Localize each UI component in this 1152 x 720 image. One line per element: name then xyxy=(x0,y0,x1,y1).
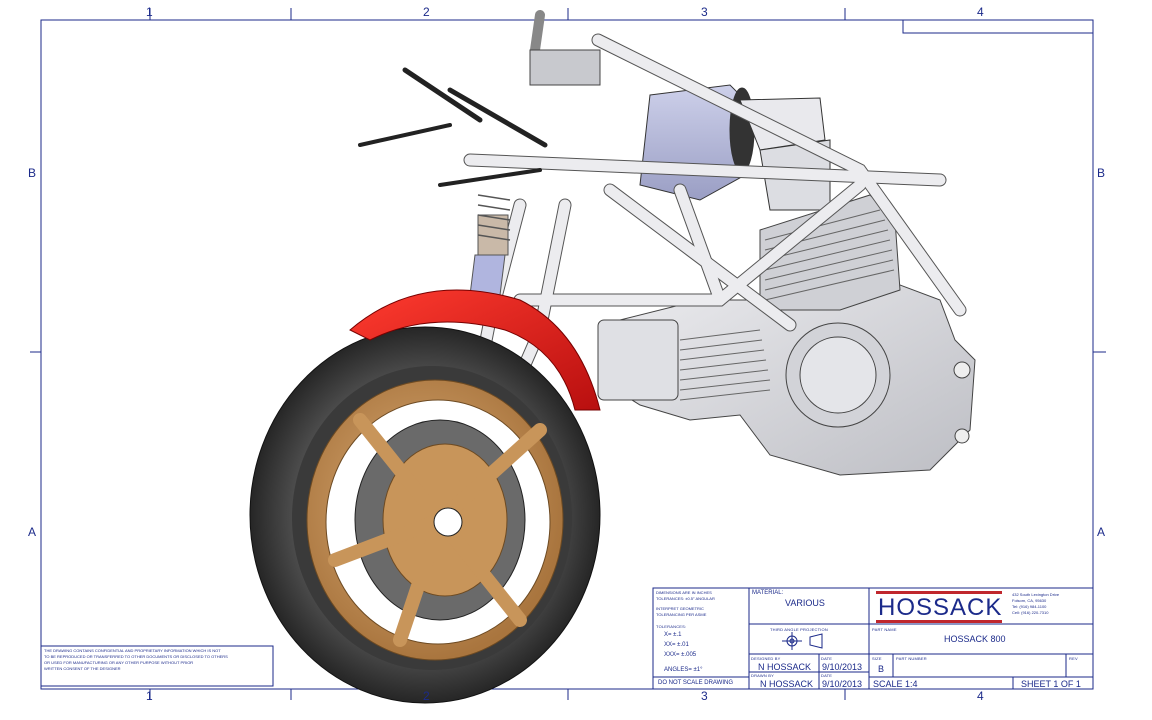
part-name-label: PART NAME xyxy=(872,627,897,632)
company-name: HOSSACK xyxy=(878,594,1003,621)
sheet-number: SHEET 1 OF 1 xyxy=(1021,679,1081,689)
designed-by-label: DESIGNED BY xyxy=(751,656,781,661)
zone-bottom-1: 1 xyxy=(146,689,153,703)
tol-angles: ANGLES= ±1° xyxy=(664,667,703,673)
zone-left-a: A xyxy=(28,525,37,539)
scale: SCALE 1:4 xyxy=(873,679,918,689)
tol-xx: XX= ±.01 xyxy=(664,642,689,648)
do-not-scale: DO NOT SCALE DRAWING xyxy=(658,680,734,686)
company-address: 432 South Lexington Drive Folsom, CA, 95… xyxy=(1012,592,1060,615)
confidential-note: THE DRAWING CONTAINS CONFIDENTIAL AND PR… xyxy=(44,648,228,671)
sheet-border xyxy=(30,8,1106,700)
front-wheel xyxy=(249,326,601,704)
drawn-date: 9/10/2013 xyxy=(822,679,863,689)
company-logo: HOSSACK xyxy=(876,590,1004,624)
zone-bottom-2: 2 xyxy=(423,689,430,703)
size-label: SIZE xyxy=(872,656,882,661)
part-name: HOSSACK 800 xyxy=(944,634,1006,644)
zone-right-b: B xyxy=(1097,166,1106,180)
drawn-by: N HOSSACK xyxy=(760,679,814,689)
designed-date-label: DATE xyxy=(821,656,833,661)
tol-x: X= ±.1 xyxy=(664,632,682,638)
zone-bottom-3: 3 xyxy=(701,689,708,703)
engine xyxy=(597,194,976,476)
zone-top-3: 3 xyxy=(701,5,708,19)
size-value: B xyxy=(878,664,885,674)
front-fender xyxy=(349,289,601,411)
rev-label: REV xyxy=(1069,656,1078,661)
part-number-label: PART NUMBER xyxy=(896,656,927,661)
interpret-note: INTERPRET GEOMETRIC TOLERANCING PER ASME xyxy=(656,606,707,617)
handlebar xyxy=(358,10,601,187)
tolerances-label: TOLERANCES: xyxy=(656,624,687,629)
dims-note: DIMENSIONS ARE IN INCHES TOLERANCES: ±0.… xyxy=(656,590,715,601)
zone-top-2: 2 xyxy=(423,5,430,19)
projection-label: THIRD ANGLE PROJECTION xyxy=(770,627,828,632)
zone-left-b: B xyxy=(28,166,37,180)
title-block-grid xyxy=(40,587,1094,690)
projection-symbol xyxy=(782,632,823,650)
zone-right-a: A xyxy=(1097,525,1106,539)
material-label: MATERIAL: xyxy=(752,590,784,596)
material-value: VARIOUS xyxy=(785,598,825,608)
shock-absorber xyxy=(469,194,511,296)
drawn-date-label: DATE xyxy=(821,673,833,678)
zone-bottom-4: 4 xyxy=(977,689,984,703)
tol-xxx: XXX= ±.005 xyxy=(664,652,697,658)
drawn-by-label: DRAWN BY xyxy=(751,673,775,678)
zone-top-1: 1 xyxy=(146,5,153,19)
designed-date: 9/10/2013 xyxy=(822,662,863,672)
designed-by: N HOSSACK xyxy=(758,662,812,672)
zone-top-4: 4 xyxy=(977,5,984,19)
